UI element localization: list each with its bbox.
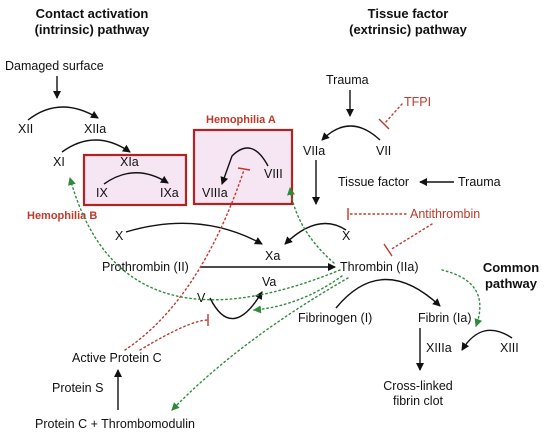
va-label: Va — [262, 275, 276, 289]
fibrin-label: Fibrin (Ia) — [418, 311, 471, 325]
feedback-thrombin-to-v — [253, 275, 343, 314]
extrinsic-header-line2: (extrinsic) pathway — [349, 22, 468, 37]
arrow-xiii-to-xiiia — [461, 329, 513, 351]
thrombin-label: Thrombin (IIa) — [340, 260, 419, 274]
active-protein-c-label: Active Protein C — [72, 351, 162, 365]
hemophilia-a-box — [192, 128, 294, 206]
tfpi-label: TFPI — [404, 95, 431, 109]
v-label: V — [197, 291, 206, 305]
hemophilia-a-label: Hemophilia A — [206, 114, 276, 126]
xi-label: XI — [53, 155, 65, 169]
xiia-label: XIIa — [84, 122, 106, 136]
feedback-thrombin-to-viii — [287, 187, 335, 264]
tfpi-bar — [378, 118, 390, 130]
intrinsic-header-line1: Contact activation — [36, 6, 149, 21]
arrow-x-right-to-xa — [284, 222, 347, 245]
vii-label: VII — [376, 144, 391, 158]
inhibit-antithrombin-down — [389, 223, 433, 251]
inhibit-apc-to-va — [139, 319, 209, 351]
trauma-top-label: Trauma — [326, 73, 369, 87]
apc-viiia-bar — [237, 167, 251, 171]
intrinsic-header-line2: (intrinsic) pathway — [35, 22, 151, 37]
ix-label: IX — [96, 186, 108, 200]
arrow-ix-to-ixa — [103, 172, 169, 185]
arrow-x-left-to-xa — [125, 222, 263, 245]
common-header-line1: Common — [483, 260, 539, 275]
arrow-xii-to-xiia — [27, 106, 99, 121]
inhibit-tfpi-to-vii — [383, 103, 403, 125]
arrow-viii-to-viiia — [220, 147, 269, 185]
crosslinked-line2-label: fibrin clot — [393, 394, 444, 408]
feedback-thrombin-to-protein-c — [171, 277, 349, 411]
protein-c-thrombomodulin-label: Protein C + Thrombomodulin — [35, 417, 195, 431]
arrow-v-to-va — [209, 291, 263, 320]
extrinsic-header-line1: Tissue factor — [368, 6, 449, 21]
xia-label: XIa — [120, 155, 139, 169]
x-left-label: X — [115, 229, 124, 243]
viii-label: VIII — [264, 167, 283, 181]
xii-label: XII — [18, 122, 33, 136]
common-header-line2: pathway — [485, 276, 538, 291]
arrow-vii-to-viia — [321, 125, 381, 141]
arrow-xi-to-xia — [61, 139, 131, 153]
x-right-label: X — [342, 229, 351, 243]
xiii-label: XIII — [500, 341, 519, 355]
inhibit-apc-to-viiia — [124, 169, 245, 351]
ixa-label: IXa — [160, 186, 179, 200]
arrow-fibrinogen-to-fibrin — [335, 278, 441, 309]
feedback-thrombin-to-xi — [68, 177, 341, 301]
xiiia-label: XIIIa — [426, 341, 452, 355]
damaged-surface-label: Damaged surface — [5, 59, 104, 73]
protein-s-label: Protein S — [52, 381, 103, 395]
fibrinogen-label: Fibrinogen (I) — [298, 311, 372, 325]
crosslinked-line1-label: Cross-linked — [383, 379, 453, 393]
feedback-thrombin-to-xiii — [441, 269, 483, 327]
tissue-factor-label: Tissue factor — [338, 175, 409, 189]
hemophilia-b-label: Hemophilia B — [27, 210, 97, 222]
hemophilia-b-box — [82, 153, 188, 207]
viiia-label: VIIIa — [202, 186, 228, 200]
trauma-right-label: Trauma — [458, 175, 501, 189]
antithrombin-label: Antithrombin — [410, 207, 480, 221]
xa-label: Xa — [265, 249, 280, 263]
antithrombin-down-bar — [383, 243, 393, 257]
viia-label: VIIa — [303, 144, 325, 158]
